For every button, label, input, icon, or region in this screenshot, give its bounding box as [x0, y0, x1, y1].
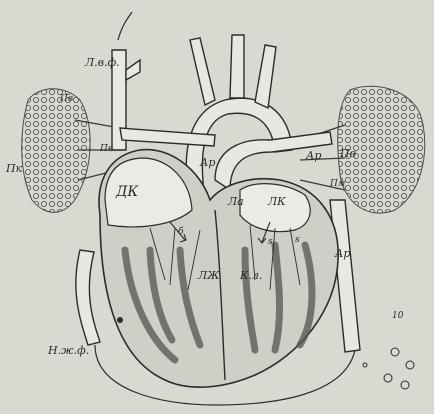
label-pulmonary-artery: Ла: [228, 196, 244, 207]
label-right-ventricle: ЛЖ: [198, 270, 220, 281]
label-left-lung-far: Пк: [6, 163, 22, 174]
label-valve-1: б: [178, 228, 184, 237]
blood-cells: [363, 348, 414, 389]
label-aorta-left: Ар: [200, 157, 215, 168]
label-descending-aorta: Ар: [335, 248, 350, 259]
label-left-lung-upper: Пв: [60, 95, 73, 104]
label-left-ventricle: К.л.: [240, 270, 263, 281]
label-valve-3: s: [295, 236, 300, 245]
label-right-lung-vein: Пв: [340, 148, 356, 159]
label-right-lung-small: Пм: [330, 180, 345, 189]
label-right-atrium: ДК: [116, 185, 138, 199]
label-aorta-right: Ар: [306, 150, 321, 161]
label-superior-vessel: Л.в.ф.: [85, 57, 120, 68]
dot-marker: [117, 317, 123, 323]
label-left-lung-side: Пв: [100, 145, 113, 154]
label-valve-2: s: [268, 238, 273, 247]
label-figure-number: 10: [392, 312, 403, 321]
top-pointer-arrow: [118, 12, 132, 40]
label-left-atrium: ЛК: [268, 196, 286, 207]
label-inferior-vessel: Н.ж.ф.: [48, 345, 89, 356]
